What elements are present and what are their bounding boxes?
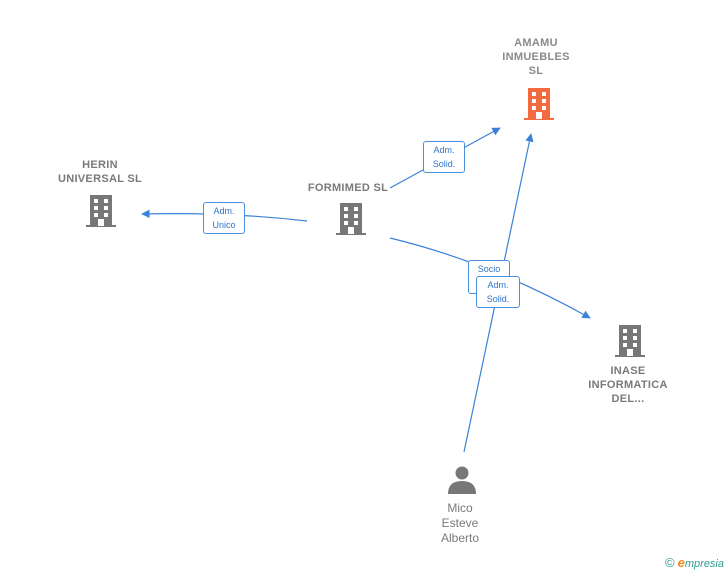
- node-label-formimed[interactable]: FORMIMED SL: [307, 182, 389, 194]
- building-icon-formimed[interactable]: [336, 203, 366, 235]
- brand-name: mpresia: [684, 558, 724, 570]
- building-icon-amamu[interactable]: [524, 88, 554, 120]
- building-icon-inase[interactable]: [615, 325, 645, 357]
- person-icon-mico[interactable]: [448, 466, 476, 495]
- copyright-icon: ©: [665, 555, 675, 570]
- edge-label-formimed-herin: Adm. Unico: [203, 202, 245, 234]
- edge-label-mico-amamu: Adm. Solid.: [476, 276, 520, 308]
- node-label-mico[interactable]: Mico Esteve Alberto: [440, 501, 480, 545]
- brand-logo-initial: e: [677, 555, 685, 570]
- node-label-herin[interactable]: HERIN UNIVERSAL SL: [57, 159, 143, 185]
- brand-footer[interactable]: ©empresia: [665, 555, 724, 570]
- edge-label-formimed-amamu: Adm. Solid.: [423, 141, 465, 173]
- node-label-inase[interactable]: INASE INFORMATICA DEL...: [588, 365, 668, 405]
- building-icon-herin[interactable]: [86, 195, 116, 227]
- node-label-amamu[interactable]: AMAMU INMUEBLES SL: [502, 37, 570, 77]
